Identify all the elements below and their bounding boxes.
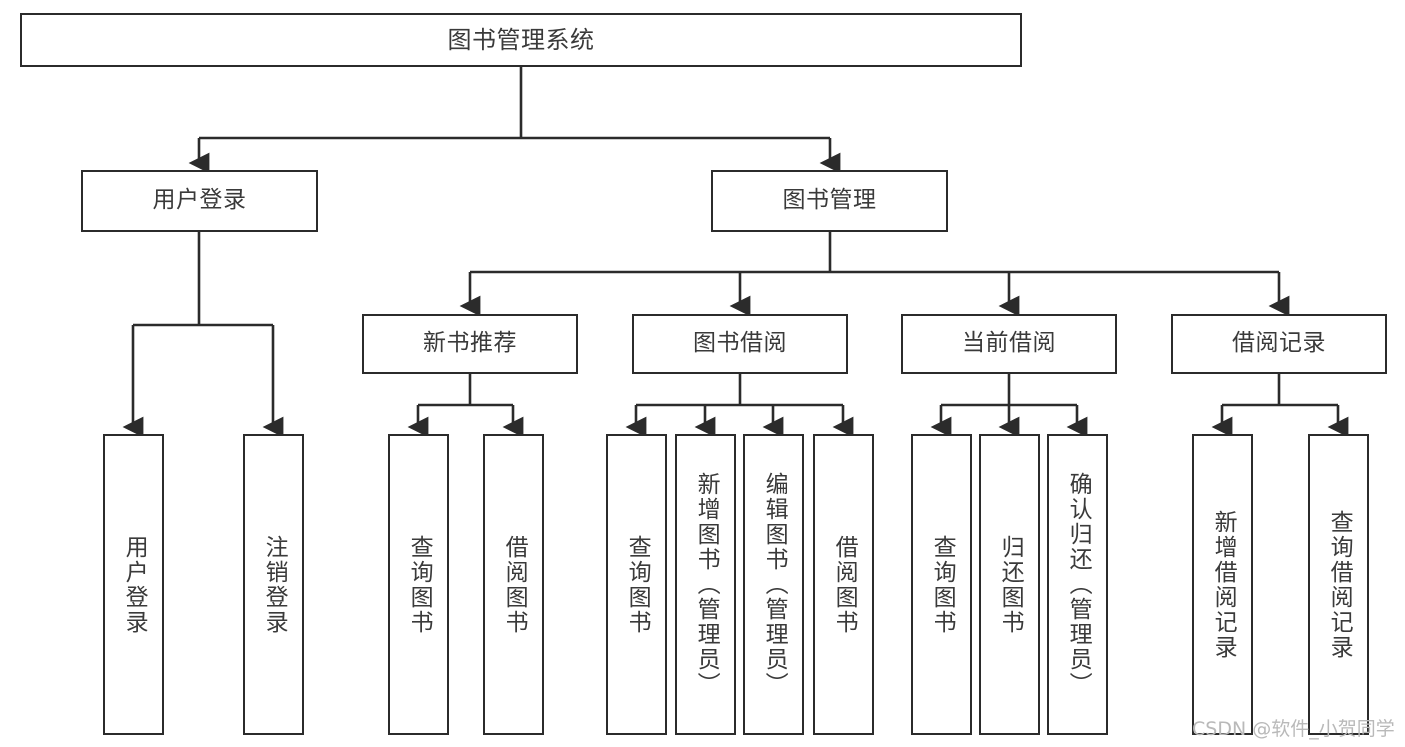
node-leaf-query-borrow-record[interactable]: 查询借阅记录 xyxy=(1308,434,1369,735)
node-label: 新增图书（管理员） xyxy=(693,472,720,697)
node-label: 查询图书 xyxy=(624,534,651,635)
node-book-management[interactable]: 图书管理 xyxy=(711,170,948,232)
node-label: 用户登录 xyxy=(121,534,148,635)
node-label: 查询图书 xyxy=(929,534,956,635)
node-label: 图书借阅 xyxy=(693,330,787,357)
node-leaf-borrow-book-1[interactable]: 借阅图书 xyxy=(483,434,544,735)
node-leaf-borrow-book-2[interactable]: 借阅图书 xyxy=(813,434,874,735)
node-label: 当前借阅 xyxy=(962,330,1056,357)
node-label: 新书推荐 xyxy=(423,330,517,357)
node-label: 查询借阅记录 xyxy=(1326,509,1353,660)
node-label: 图书管理 xyxy=(782,187,877,214)
csdn-watermark: CSDN @软件_小贺同学 xyxy=(1192,718,1395,740)
node-leaf-add-book-admin[interactable]: 新增图书（管理员） xyxy=(675,434,736,735)
node-book-borrow[interactable]: 图书借阅 xyxy=(632,314,848,374)
node-leaf-confirm-return-admin[interactable]: 确认归还（管理员） xyxy=(1047,434,1108,735)
node-label: 用户登录 xyxy=(152,187,247,214)
node-label: 编辑图书（管理员） xyxy=(761,472,788,697)
node-label: 确认归还（管理员） xyxy=(1065,472,1092,697)
node-label: 图书管理系统 xyxy=(447,25,595,54)
node-label: 借阅图书 xyxy=(831,534,858,635)
node-leaf-add-borrow-record[interactable]: 新增借阅记录 xyxy=(1192,434,1253,735)
node-label: 借阅图书 xyxy=(501,534,528,635)
node-borrow-record[interactable]: 借阅记录 xyxy=(1171,314,1387,374)
node-leaf-return-book[interactable]: 归还图书 xyxy=(979,434,1040,735)
node-user-login[interactable]: 用户登录 xyxy=(81,170,318,232)
node-leaf-edit-book-admin[interactable]: 编辑图书（管理员） xyxy=(743,434,804,735)
node-label: 借阅记录 xyxy=(1232,330,1326,357)
node-label: 归还图书 xyxy=(997,534,1024,635)
node-current-borrow[interactable]: 当前借阅 xyxy=(901,314,1117,374)
node-label: 查询图书 xyxy=(406,534,433,635)
node-leaf-user-login[interactable]: 用户登录 xyxy=(103,434,164,735)
node-leaf-query-book-2[interactable]: 查询图书 xyxy=(606,434,667,735)
node-leaf-query-book-3[interactable]: 查询图书 xyxy=(911,434,972,735)
node-root-book-management-system[interactable]: 图书管理系统 xyxy=(20,13,1022,67)
node-label: 注销登录 xyxy=(261,534,288,635)
node-leaf-query-book-1[interactable]: 查询图书 xyxy=(388,434,449,735)
node-label: 新增借阅记录 xyxy=(1210,509,1237,660)
node-leaf-logout-login[interactable]: 注销登录 xyxy=(243,434,304,735)
node-new-book-recommend[interactable]: 新书推荐 xyxy=(362,314,578,374)
